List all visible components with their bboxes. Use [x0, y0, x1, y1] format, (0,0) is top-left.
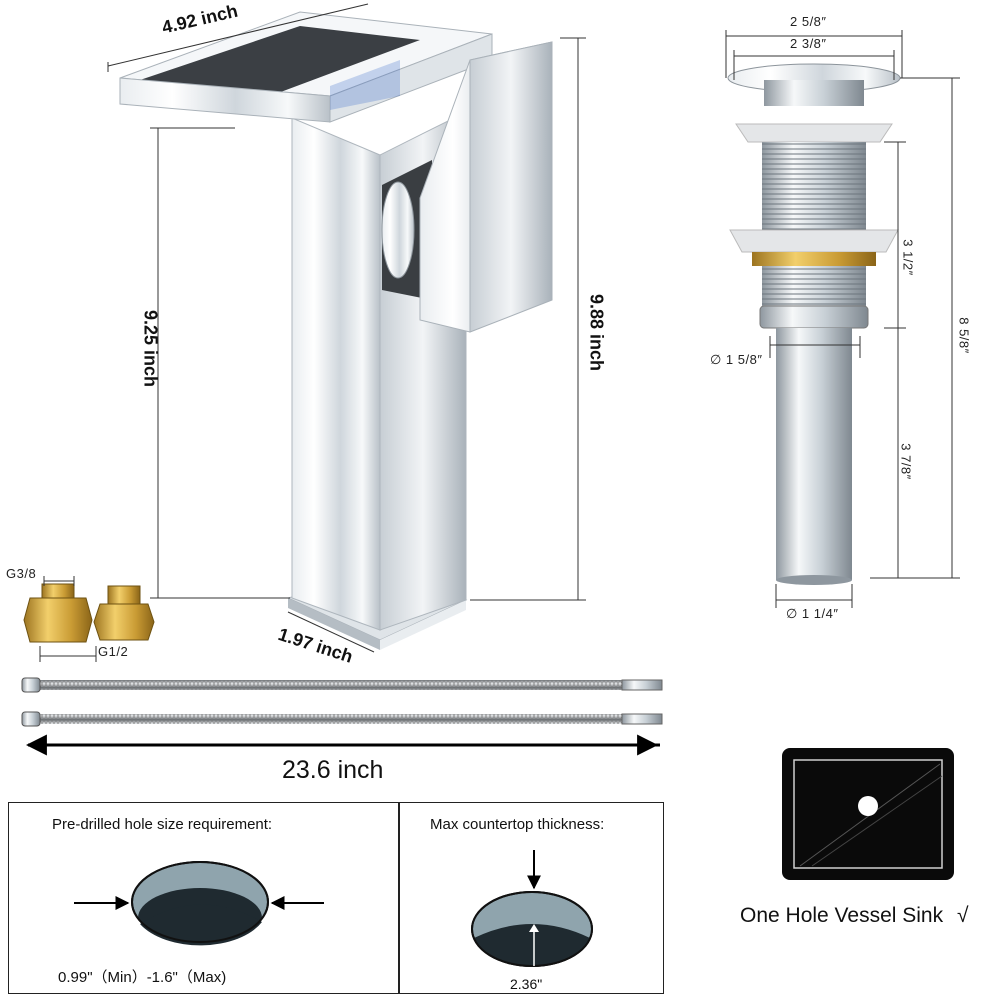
- hole-size-diagram: [74, 861, 324, 946]
- drain-dimension-lines: [725, 30, 960, 608]
- pop-up-drain: [727, 63, 901, 585]
- countertop-thickness-diagram: [471, 850, 593, 967]
- faucet-spout-height-label: 9.25 inch: [140, 309, 161, 388]
- faucet-illustration: [119, 11, 553, 650]
- faucet-total-height-label: 9.88 inch: [586, 293, 607, 372]
- brass-adapters: [23, 576, 155, 662]
- countertop-panel: [398, 802, 664, 994]
- adapter-bottom-label: G1/2: [98, 644, 129, 659]
- hole-range-label: 0.99"（Min）-1.6"（Max): [58, 969, 227, 986]
- countertop-value-label: 2.36": [510, 976, 543, 992]
- countertop-title: Max countertop thickness:: [430, 816, 605, 833]
- drain-thread-length-label: 3 1/2″: [900, 239, 916, 276]
- checkmark-icon: √: [956, 904, 969, 927]
- sink-caption: One Hole Vessel Sink √: [740, 904, 968, 928]
- drain-mid-diameter-label: ∅ 1 5/8″: [710, 352, 763, 367]
- adapter-top-label: G3/8: [6, 566, 37, 581]
- vessel-sink-icon: [782, 748, 954, 880]
- drain-bottom-diameter-label: ∅ 1 1/4″: [786, 606, 839, 621]
- drain-tail-length-label: 3 7/8″: [898, 443, 914, 480]
- sink-caption-text: One Hole Vessel Sink: [740, 904, 944, 927]
- hole-requirement-panel: [8, 802, 400, 994]
- faucet-dimension-lines: [107, 3, 586, 653]
- hole-requirement-title: Pre-drilled hole size requirement:: [52, 816, 273, 833]
- drain-top-inner-label: 2 3/8″: [790, 36, 827, 51]
- supply-hoses: [21, 677, 663, 756]
- drain-top-outer-label: 2 5/8″: [790, 14, 827, 29]
- hose-length-label: 23.6 inch: [282, 756, 384, 784]
- drain-total-length-label: 8 5/8″: [956, 317, 972, 354]
